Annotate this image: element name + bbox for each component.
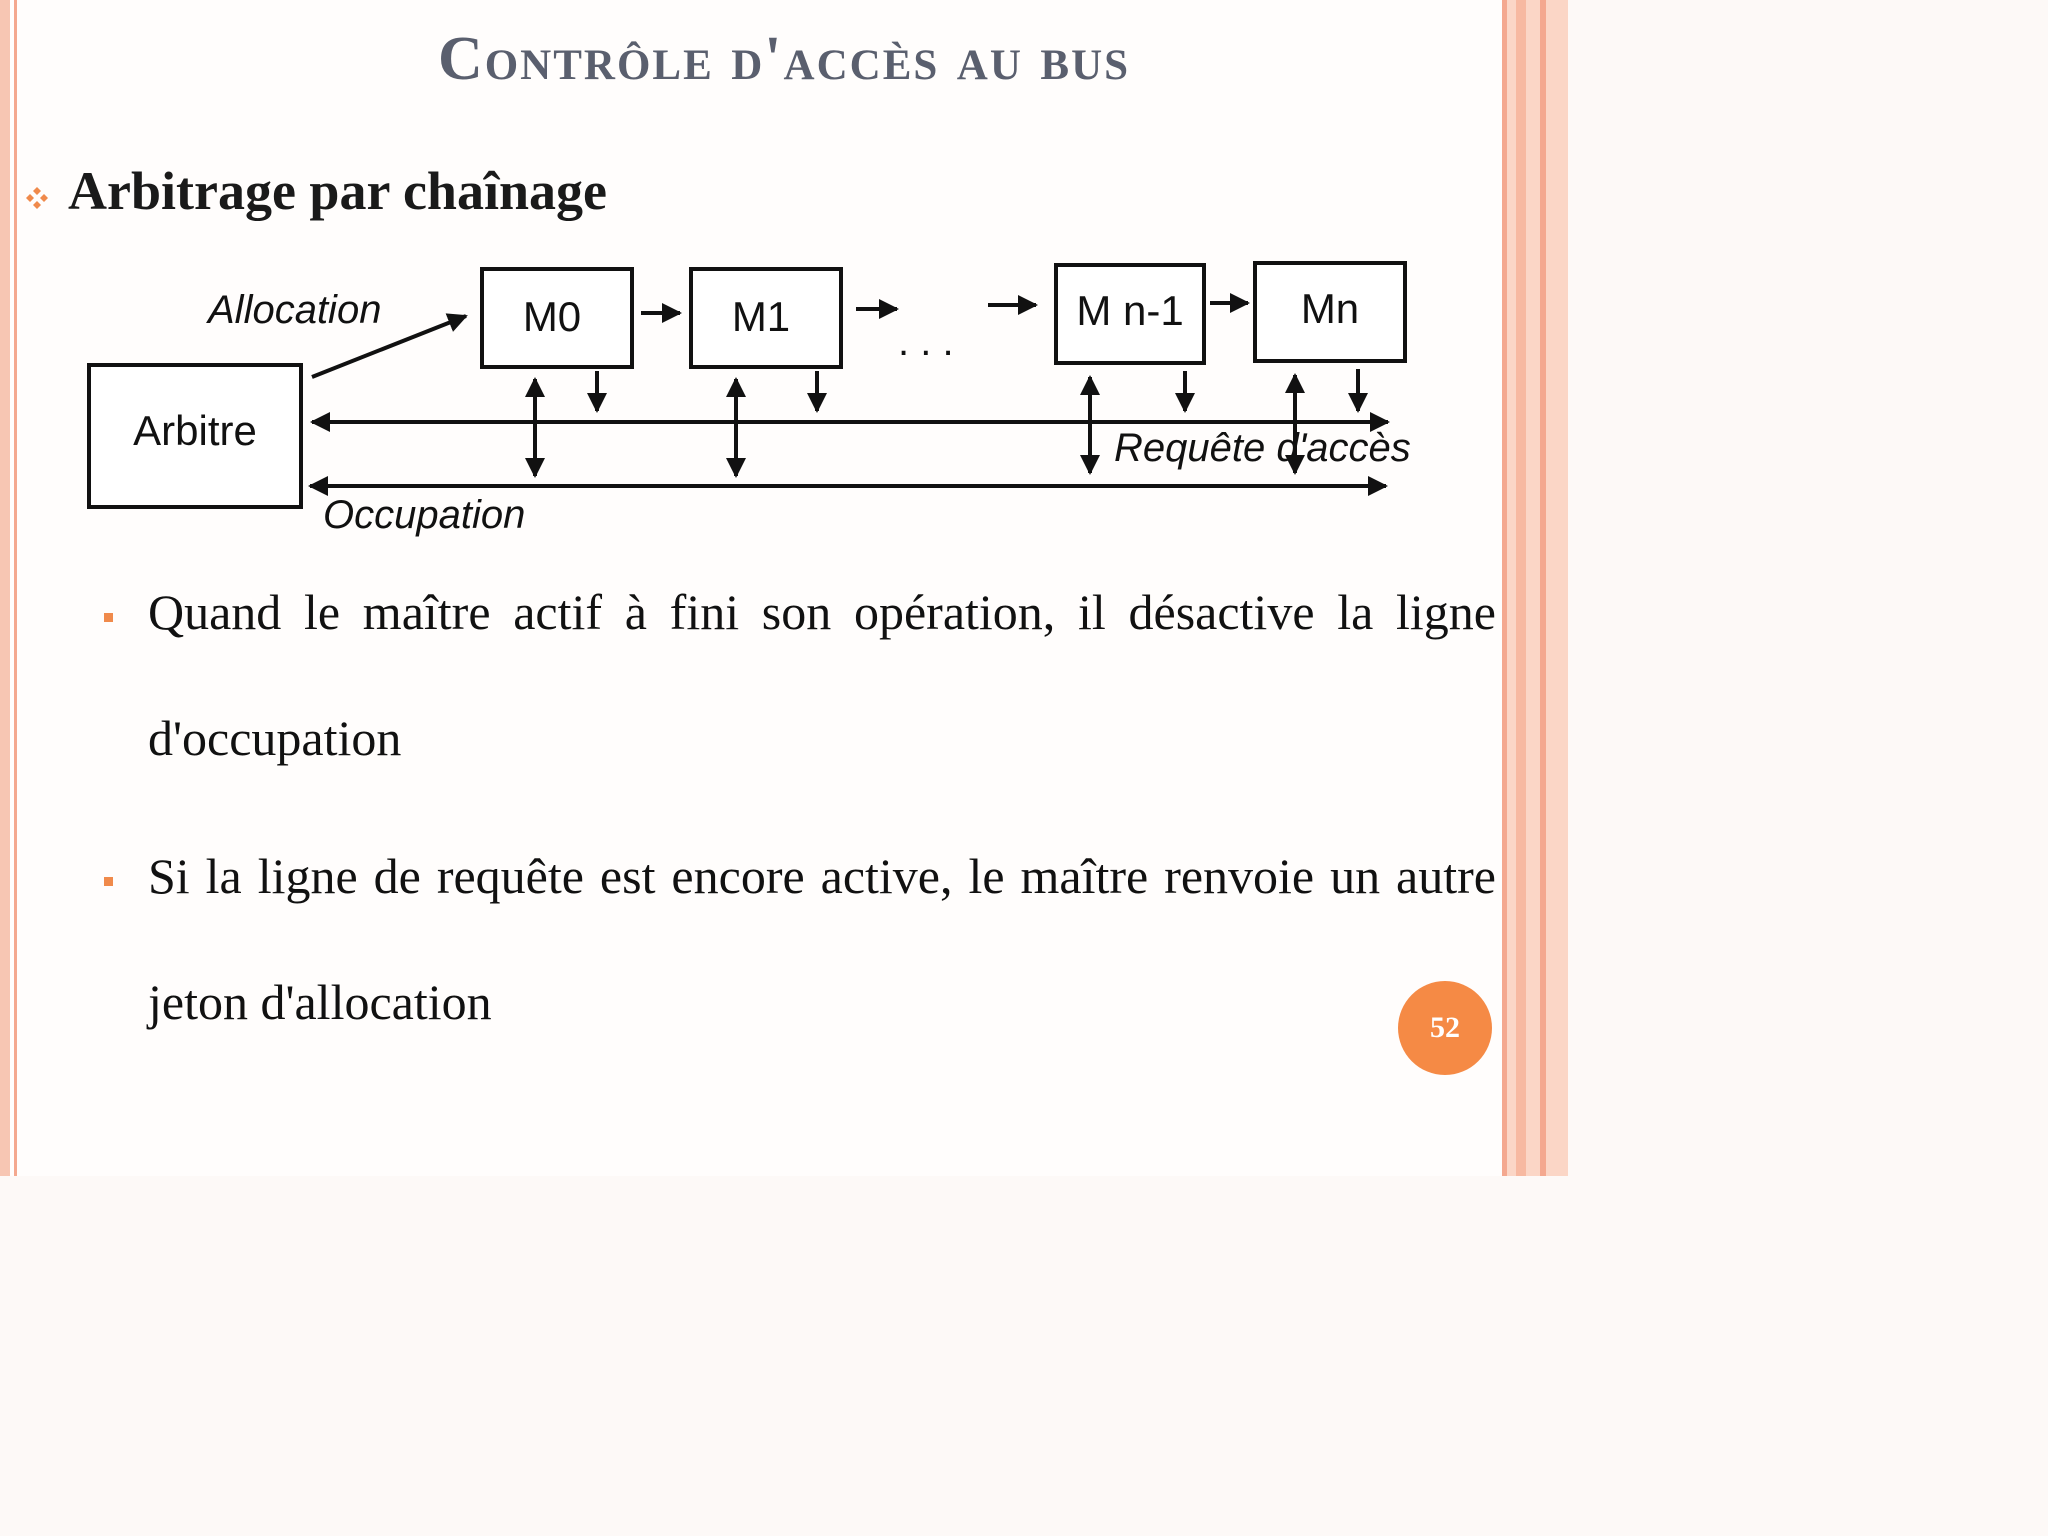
bullet-square-icon — [104, 613, 113, 622]
right-border-stripe-outer — [1540, 0, 1546, 1176]
master-label-m1: M1 — [732, 293, 790, 340]
page-number-badge: 52 — [1398, 981, 1492, 1075]
master-box-m1 — [689, 267, 843, 369]
master-label-mn-1: M n-1 — [1076, 287, 1183, 334]
left-border-line — [14, 0, 17, 1176]
right-border-stripe — [1516, 0, 1526, 1176]
master-label-mn: Mn — [1301, 285, 1359, 332]
slide-title: Contrôle d'accès au bus — [437, 25, 1131, 93]
daisy-chain-diagram: Arbitre M0 M1 M n-1 Mn Allocation . . . … — [87, 261, 1411, 537]
right-border-band — [1502, 0, 1568, 1176]
master-box-mn-1 — [1054, 263, 1206, 365]
request-label: Requête d'accès — [1114, 426, 1411, 470]
section-heading: Arbitrage par chaînage — [68, 161, 607, 221]
slide-background — [0, 0, 1568, 1176]
bullet-text-1: Quand le maître actif à fini son opérati… — [148, 584, 1496, 766]
bullet-square-icon — [104, 877, 113, 886]
chain-ellipsis: . . . — [898, 320, 954, 364]
allocation-label: Allocation — [206, 288, 381, 332]
arbiter-box — [87, 363, 303, 509]
busy-label: Occupation — [323, 493, 525, 537]
bullet-text-2: Si la ligne de requête est encore active… — [148, 848, 1496, 1030]
right-border-line — [1502, 0, 1507, 1176]
left-border-stripe — [0, 0, 10, 1176]
master-box-mn — [1253, 261, 1407, 363]
diamond-cluster-icon — [26, 187, 48, 209]
arbiter-label: Arbitre — [133, 407, 257, 454]
allocation-arrow — [311, 313, 468, 379]
master-box-m0 — [480, 267, 634, 369]
master-label-m0: M0 — [523, 293, 581, 340]
